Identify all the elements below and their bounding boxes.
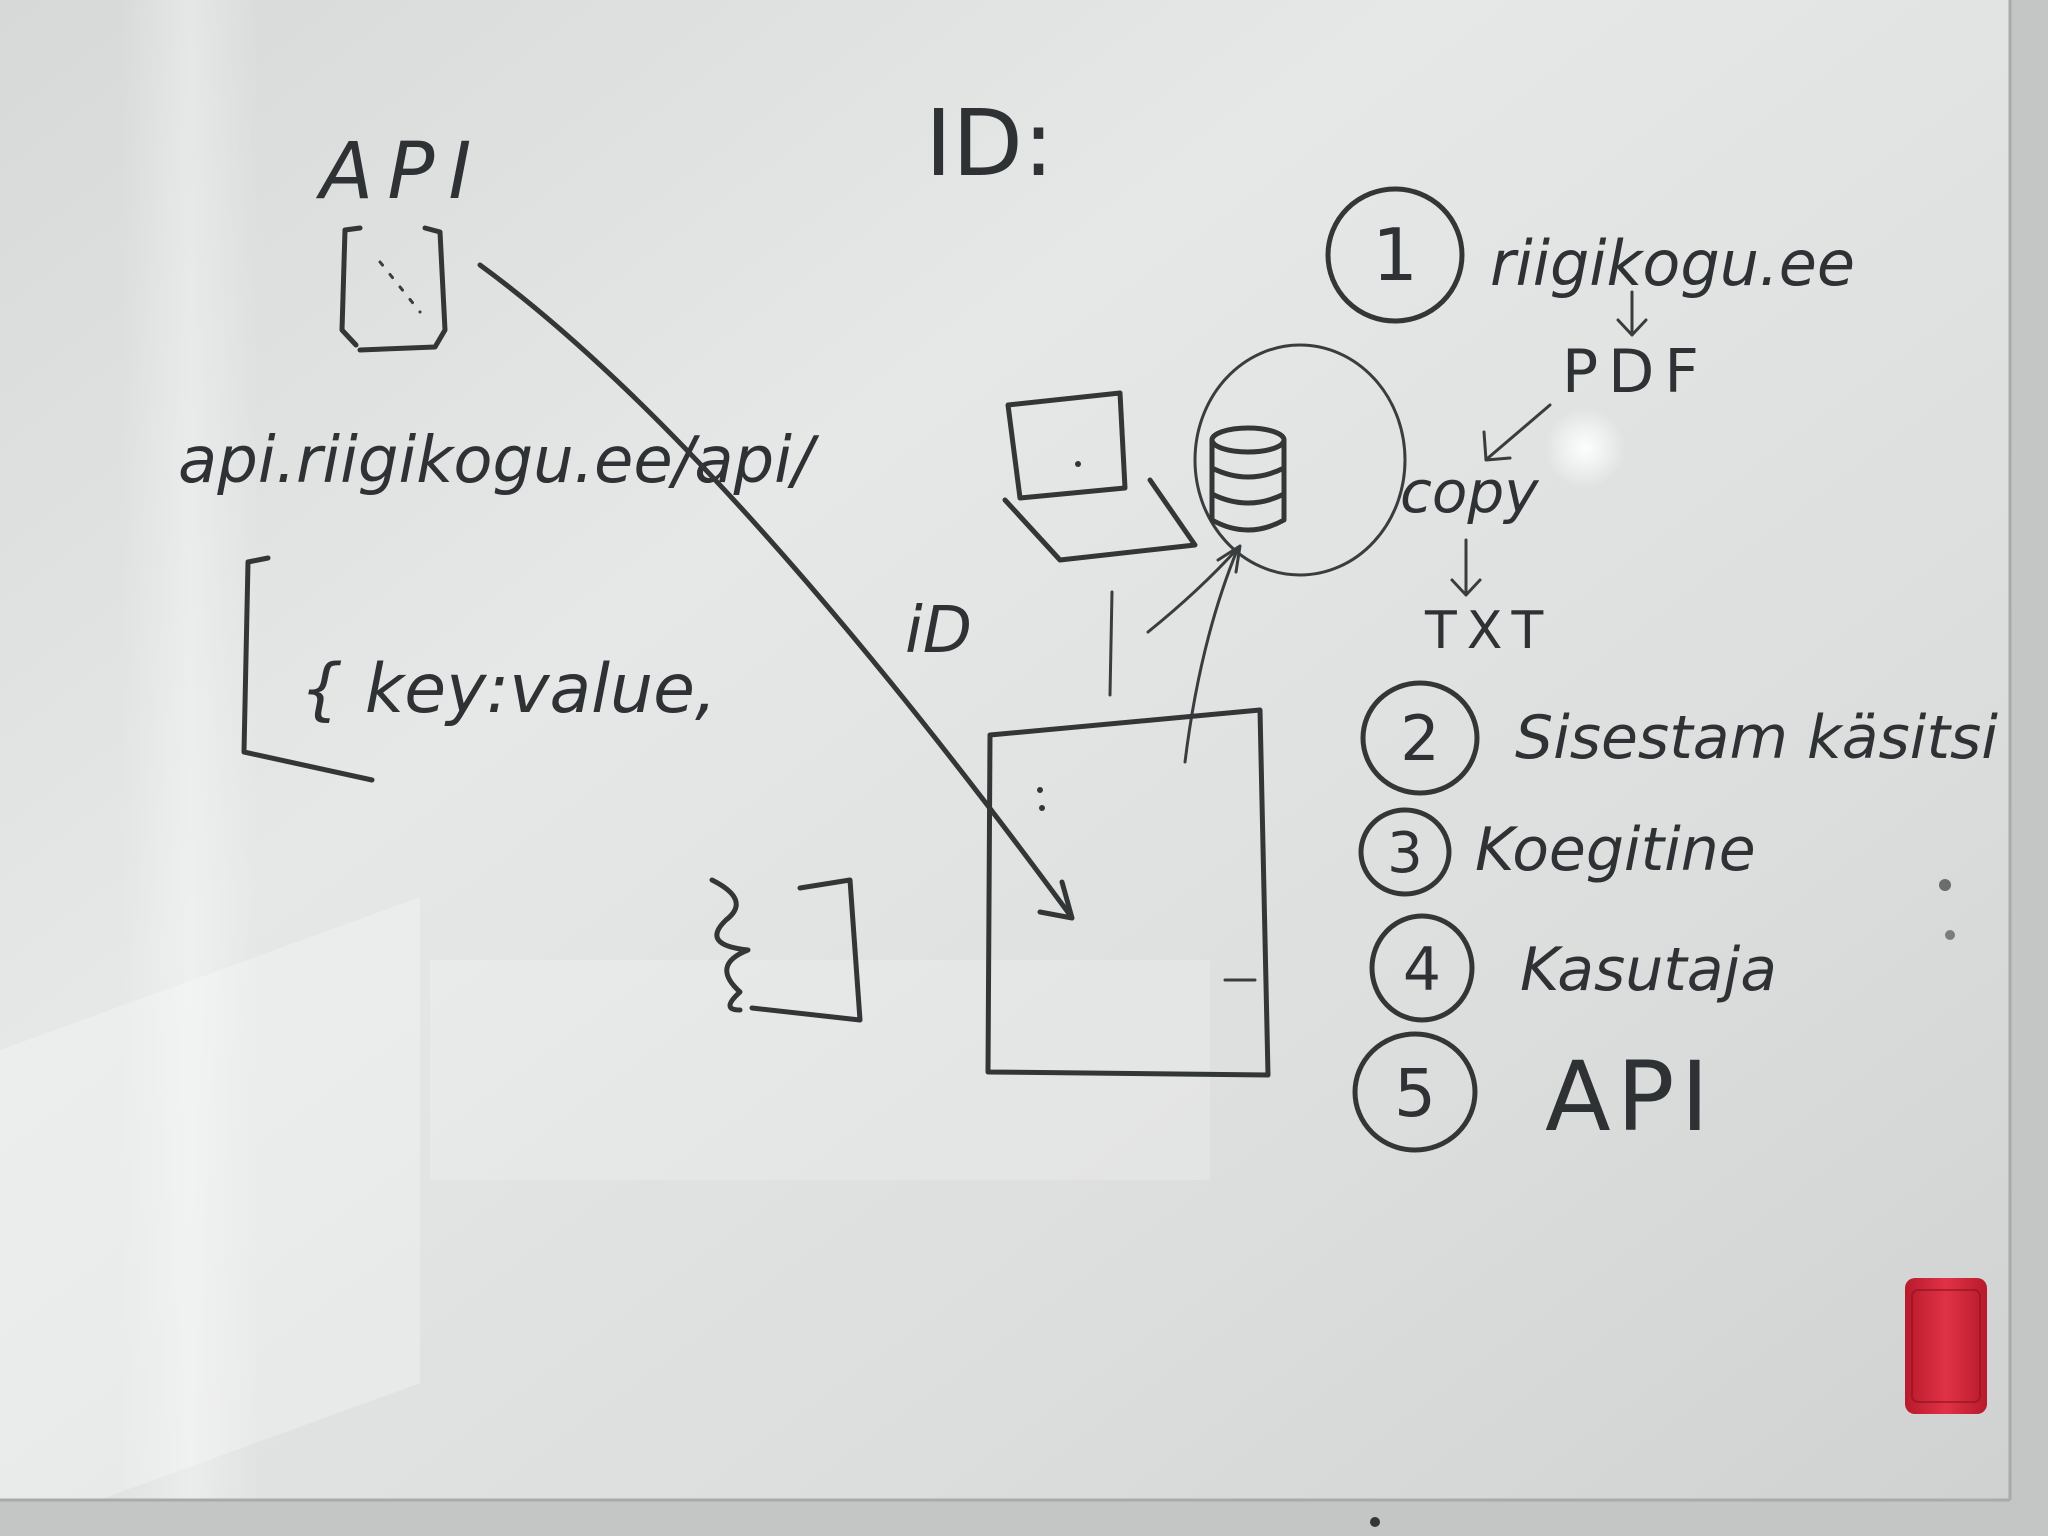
marker-smudge (1939, 879, 1951, 891)
api-url: api.riigikogu.ee/api/ (178, 424, 820, 498)
step-5-label: API (1545, 1041, 1715, 1153)
id-heading: ID: (925, 90, 1054, 197)
pipeline-copy: copy (1400, 458, 1539, 526)
pipeline-txt: TXT (1424, 601, 1553, 661)
board-frame-right (2010, 0, 2048, 1536)
matrix-bracket-sketch (339, 225, 448, 353)
board-frame-bottom (0, 1500, 2048, 1536)
step-2-label: Sisestam käsitsi (1515, 703, 1998, 773)
laptop-sketch (1002, 390, 1198, 563)
matrix-diagonal-dots (378, 260, 422, 314)
arrow-to-copy (1482, 403, 1552, 462)
step-1-label: riigikogu.ee (1490, 227, 1855, 300)
api-to-page-arrow (477, 262, 1073, 918)
light-reflection-bottom (0, 897, 420, 1536)
light-reflection-left (120, 0, 260, 1536)
json-key-value: { key:value, (300, 650, 717, 729)
db-arrow-line-1 (1146, 546, 1240, 634)
pipeline-pdf: PDF (1562, 337, 1709, 407)
step-1-number: 1 (1372, 213, 1418, 297)
step-1: 1 riigikogu.ee (1325, 186, 1855, 324)
frame-screw (1370, 1517, 1380, 1527)
light-glare-spot (1545, 408, 1625, 488)
step-4-number: 4 (1403, 935, 1441, 1005)
laptop-connector (1108, 590, 1114, 697)
closing-brace (709, 877, 751, 1013)
step-4-label: Kasutaja (1520, 935, 1777, 1005)
step-2: 2 Sisestam käsitsi (1360, 680, 1998, 796)
arrow-head-page (1037, 879, 1075, 921)
closing-bracket (749, 877, 863, 1023)
json-array-bracket (241, 555, 375, 783)
step-4: 4 Kasutaja (1369, 913, 1777, 1023)
marker-smudge-2 (1945, 930, 1955, 940)
reflection-band (430, 960, 1210, 1180)
api-heading: API (315, 127, 485, 217)
step-3-label: Koegitine (1475, 815, 1756, 885)
db-arrow-head (1216, 544, 1242, 574)
document-page-sketch (985, 707, 1271, 1078)
db-arrow-line-2 (1183, 546, 1240, 764)
step-3-number: 3 (1387, 821, 1423, 886)
step-2-number: 2 (1400, 702, 1439, 775)
arrow-to-pdf (1616, 290, 1648, 337)
step-5: 5 API (1352, 1031, 1715, 1153)
database-icon (1193, 343, 1407, 577)
step-5-number: 5 (1394, 1055, 1436, 1132)
arrow-to-txt (1450, 538, 1482, 597)
id-label: iD (905, 594, 972, 668)
eraser (1905, 1278, 1987, 1414)
step-3: 3 Koegitine (1358, 807, 1756, 897)
